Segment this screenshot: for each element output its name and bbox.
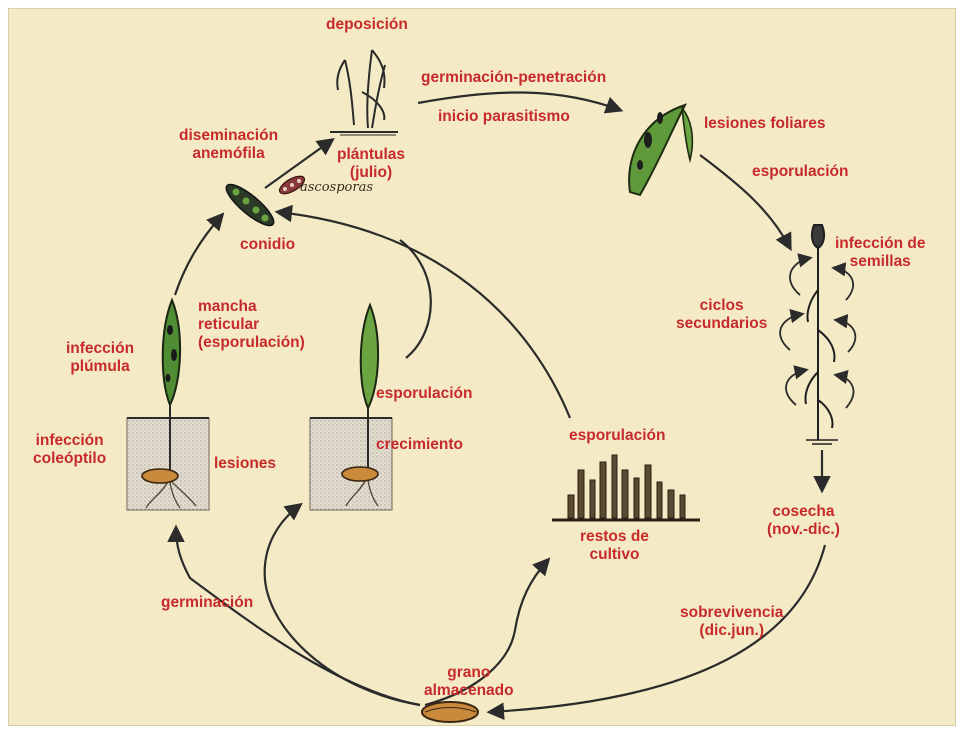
label-crecimiento: crecimiento: [376, 436, 464, 453]
seedlings-illustration: [330, 49, 398, 136]
label-esporulacion-top: esporulación: [752, 163, 849, 180]
label-diseminacion: diseminación anemófila: [179, 127, 279, 162]
growing-seedling-illustration: [341, 302, 380, 507]
label-esporulacion-restos: esporulación: [569, 427, 666, 444]
arrow-residues-to-conidio: [274, 204, 572, 419]
stored-grain-illustration: [421, 701, 479, 723]
label-plantulas: plántulas (julio): [337, 146, 406, 181]
secondary-cycle-arrow: [833, 369, 855, 409]
label-germinacion: germinación: [161, 594, 254, 611]
label-lesiones: lesiones: [214, 455, 277, 472]
secondary-cycle-arrow: [785, 365, 809, 406]
wheat-plant-illustration: [804, 224, 838, 445]
label-grano-almacenado: grano almacenado: [424, 664, 514, 699]
arrow-survival-to-grain: [486, 544, 827, 720]
secondary-cycle-arrow: [831, 262, 854, 301]
infected-plumule-illustration: [141, 297, 197, 509]
label-sobrevivencia: sobrevivencia (dic.jun.): [680, 604, 784, 639]
label-deposicion: deposición: [326, 16, 408, 33]
label-esporulacion-mid: esporulación: [376, 385, 473, 402]
arrow-grain-to-germination: [167, 524, 421, 707]
label-infeccion-plumula: infección plúmula: [66, 340, 135, 375]
label-inicio-parasitismo: inicio parasitismo: [438, 108, 570, 125]
leaf-with-lesions-illustration: [628, 103, 694, 197]
crop-residues-illustration: [552, 454, 700, 522]
arrow-germination-penetration: [417, 91, 624, 114]
ascospores-illustration: [278, 175, 306, 195]
arrow-plumula-to-conidio: [173, 212, 225, 296]
soil-section-left: [126, 417, 210, 511]
arrow-leaf-to-seed-infection: [699, 154, 792, 252]
label-mancha-reticular: mancha reticular (esporulación): [198, 298, 305, 351]
secondary-cycle-arrow: [779, 308, 805, 351]
soil-section-middle: [309, 417, 393, 511]
label-cosecha: cosecha (nov.-dic.): [767, 503, 840, 538]
arrow-grain-to-residues: [424, 557, 551, 707]
arrow-growth-sporulation-curve: [399, 239, 432, 359]
label-restos-cultivo: restos de cultivo: [580, 528, 649, 563]
label-germinacion-penetracion: germinación-penetración: [421, 69, 607, 86]
label-infeccion-coleoptilo: infección coleóptilo: [33, 432, 107, 467]
label-ciclos-secundarios: ciclos secundarios: [676, 297, 768, 332]
label-conidio: conidio: [240, 236, 296, 253]
conidium-illustration: [225, 183, 275, 227]
arrow-dissemination-to-seedlings: [264, 137, 335, 189]
secondary-cycle-arrow: [833, 314, 857, 353]
label-ascosporas: ascosporas: [300, 180, 373, 195]
label-lesiones-foliares: lesiones foliares: [704, 115, 826, 132]
label-infeccion-semillas: infección de semillas: [835, 235, 926, 270]
secondary-cycle-arrow: [789, 253, 813, 296]
arrow-grain-to-growth: [263, 502, 421, 707]
